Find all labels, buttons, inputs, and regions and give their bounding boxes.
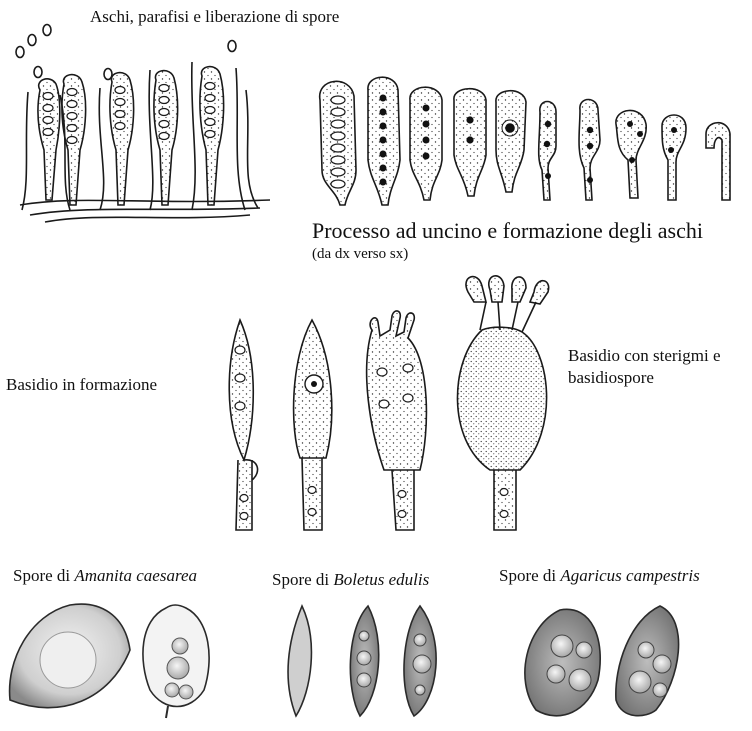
basidio-sterigmi-label-line2: basidiospore [568, 368, 654, 388]
basidio-formazione-label: Basidio in formazione [6, 375, 157, 395]
species-name: Agaricus campestris [560, 566, 699, 585]
spore-boletus-label: Spore di Boletus edulis [272, 570, 429, 590]
basidia-drawing [229, 276, 548, 530]
spore-prefix: Spore di [499, 566, 560, 585]
spore-prefix: Spore di [272, 570, 333, 589]
spore-amanita-label: Spore di Amanita caesarea [13, 566, 197, 586]
basidio-sterigmi-label-line1: Basidio con sterigmi e [568, 346, 721, 366]
crozier-note: (da dx verso sx) [312, 246, 408, 263]
species-name: Boletus edulis [333, 570, 429, 589]
crozier-process-drawing [320, 77, 730, 205]
crozier-title: Processo ad uncino e formazione degli as… [312, 218, 703, 243]
asci-paraphyses-drawing [16, 25, 270, 223]
boletus-spores [288, 606, 436, 716]
spore-agaricus-label: Spore di Agaricus campestris [499, 566, 700, 586]
spore-prefix: Spore di [13, 566, 74, 585]
species-name: Amanita caesarea [74, 566, 197, 585]
asci-title: Aschi, parafisi e liberazione di spore [90, 7, 339, 27]
agaricus-spores [525, 606, 679, 716]
amanita-spores [10, 604, 210, 718]
